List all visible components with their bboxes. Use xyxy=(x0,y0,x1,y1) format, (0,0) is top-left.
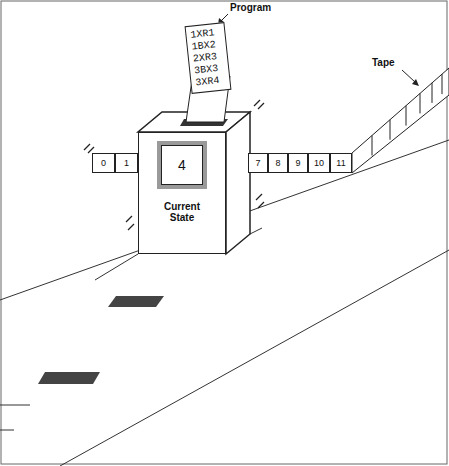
callout-label: Program xyxy=(230,2,271,13)
cell-symbol: 9 xyxy=(295,158,300,168)
tape-cell: 1 xyxy=(115,153,138,173)
tape-cell: 10 xyxy=(308,153,330,173)
program-text: 1XR1 1BX2 2XR3 3BX3 3XR4 xyxy=(190,27,226,90)
cell-symbol: 4 xyxy=(178,160,186,171)
cell-symbol: 11 xyxy=(336,158,345,168)
cell-symbol: 1 xyxy=(124,158,129,168)
tape-cell: 9 xyxy=(288,153,308,173)
tape-continuation xyxy=(352,68,449,173)
cell-symbol: 7 xyxy=(255,158,260,168)
machine-body: Current State 4 xyxy=(138,132,226,254)
cell-symbol: 8 xyxy=(275,158,280,168)
state-window: 4 xyxy=(161,145,203,185)
program-tape: 1XR1 1BX2 2XR3 3BX3 3XR4 xyxy=(185,22,232,94)
ground-cell xyxy=(38,372,100,384)
tape-cell: 7 xyxy=(248,153,268,173)
leader-arrow xyxy=(402,70,419,86)
state-label: Current State xyxy=(157,201,207,223)
tape-cell: 11 xyxy=(330,153,352,173)
cell-symbol: 10 xyxy=(314,158,324,168)
cell-symbol: 0 xyxy=(101,158,106,168)
ground-cell xyxy=(108,296,164,307)
machine-side xyxy=(226,112,250,254)
motion-marks xyxy=(84,100,264,230)
tape-cell: 0 xyxy=(92,153,115,173)
callout-label: Tape xyxy=(372,57,395,68)
tape-cell: 8 xyxy=(268,153,288,173)
